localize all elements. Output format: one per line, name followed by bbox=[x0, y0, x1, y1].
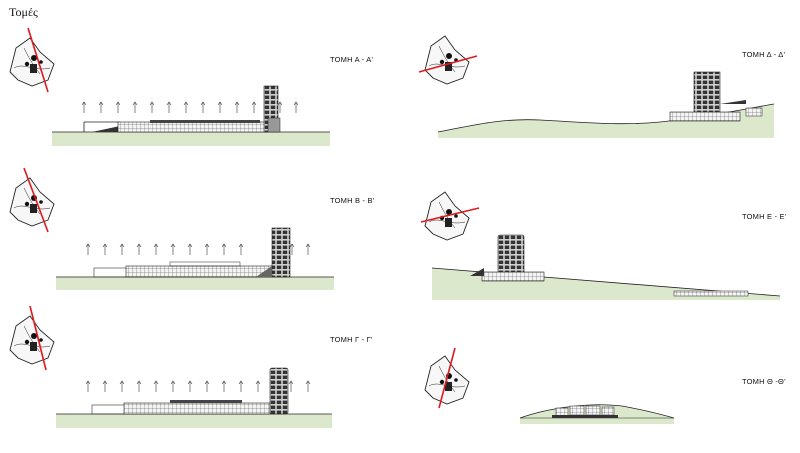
ground-gg bbox=[56, 414, 332, 428]
underground-structure-ee bbox=[673, 290, 749, 297]
section-label-ee: ΤΟΜΗ Ε - Ε' bbox=[742, 212, 787, 221]
cut-line-thth bbox=[438, 347, 456, 409]
section-aa-drawing bbox=[52, 85, 330, 146]
tower-gg bbox=[269, 367, 289, 415]
low-building-aa bbox=[117, 121, 269, 133]
site-plan-gg bbox=[9, 305, 55, 371]
site-plan-thth bbox=[424, 347, 470, 409]
building-thth bbox=[552, 415, 618, 418]
ground-aa bbox=[52, 132, 330, 146]
ground-bb bbox=[56, 277, 334, 290]
site-plan-bb bbox=[9, 167, 55, 233]
section-ee-drawing bbox=[431, 234, 781, 300]
page-title: Τομές bbox=[9, 5, 38, 19]
section-label-thth: ΤΟΜΗ Θ -Θ' bbox=[742, 377, 786, 386]
section-dd-drawing bbox=[437, 71, 775, 138]
section-label-gg: ΤΟΜΗ Γ - Γ' bbox=[330, 335, 373, 344]
cut-line-bb bbox=[23, 167, 49, 233]
section-bb-drawing bbox=[56, 227, 334, 290]
site-plan-aa bbox=[9, 27, 55, 93]
cut-line-gg bbox=[29, 305, 47, 371]
low-building-bb bbox=[125, 265, 273, 278]
section-label-dd: ΤΟΜΗ Δ - Δ' bbox=[742, 50, 786, 59]
section-label-bb: ΤΟΜΗ Β - Β' bbox=[330, 196, 375, 205]
section-gg-drawing bbox=[56, 367, 332, 428]
tower-ee bbox=[497, 234, 525, 276]
cut-line-ee bbox=[420, 207, 480, 223]
cut-line-aa bbox=[27, 27, 49, 93]
site-plan-ee bbox=[420, 191, 480, 241]
low-building-dd bbox=[669, 111, 741, 122]
tower-bb bbox=[271, 227, 291, 278]
cut-line-dd bbox=[418, 55, 478, 73]
low-building-gg bbox=[123, 402, 271, 415]
section-label-aa: ΤΟΜΗ Α - Α' bbox=[330, 55, 374, 64]
section-thth-drawing bbox=[519, 404, 675, 424]
low-building-ee bbox=[481, 271, 545, 282]
site-plan-dd bbox=[418, 35, 478, 85]
ground-dd bbox=[438, 104, 774, 138]
